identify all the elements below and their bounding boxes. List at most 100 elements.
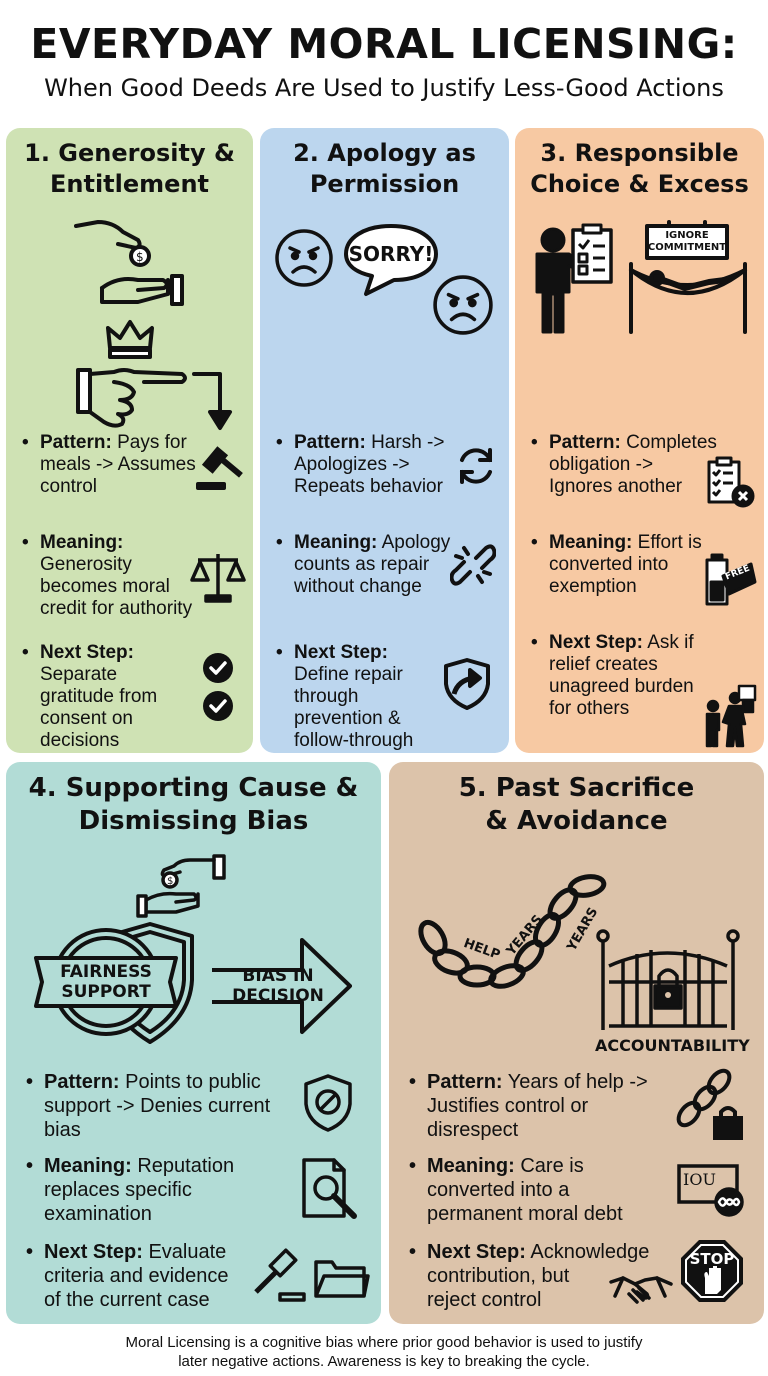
accountability-label: ACCOUNTABILITY (595, 1036, 750, 1055)
scales-icon (190, 548, 246, 604)
next-step-text: Ask if (647, 632, 694, 653)
chain-lock-icon (675, 1068, 745, 1140)
pattern-label: Pattern: (44, 1071, 120, 1093)
panel-title-line: Choice & Excess (530, 170, 749, 198)
cycle-arrows-icon (454, 444, 498, 488)
person-checklist-icon (525, 220, 617, 336)
meaning-text: Reputation (137, 1155, 235, 1177)
pattern-text: meals -> Assumes (40, 454, 196, 475)
next-step-label: Next Step: (549, 632, 643, 653)
sign-line: IGNORE (665, 230, 709, 241)
footer-line: Moral Licensing is a cognitive bias wher… (125, 1334, 643, 1351)
pattern-text: bias (44, 1119, 81, 1141)
badge-line: FAIRNESS (60, 962, 152, 982)
next-step-text: consent on (40, 708, 133, 729)
svg-text:$: $ (136, 250, 144, 264)
panel-apology-permission: 2. Apology as Permission SORRY! • Patter… (260, 128, 509, 753)
pattern-text: Ignores another (549, 476, 683, 497)
next-step-text: Acknowledge (530, 1241, 650, 1263)
pattern-text: obligation -> (549, 454, 654, 475)
next-step-text: Evaluate (148, 1241, 227, 1263)
meaning-text: Apology (381, 532, 451, 553)
pattern-label: Pattern: (427, 1071, 503, 1093)
meaning-text: Generosity (40, 554, 132, 575)
next-step-text: for others (549, 698, 630, 719)
folder-icon (312, 1256, 370, 1300)
svg-text:$: $ (167, 876, 173, 887)
shield-arrow-icon (440, 656, 494, 710)
sign-line: COMMITMENT (647, 242, 727, 253)
page-title: EVERYDAY MORAL LICENSING: (30, 20, 738, 68)
crown-icon (104, 318, 156, 360)
next-step-text: Separate (40, 664, 118, 685)
next-step-text: unagreed burden (549, 676, 694, 697)
check-circle-icon (202, 690, 234, 722)
next-step-text: follow-through (294, 730, 414, 751)
meaning-text: permanent moral debt (427, 1203, 623, 1225)
next-step-text: prevention & (294, 708, 401, 729)
burden-people-icon (703, 684, 759, 748)
panel-title-line: & Avoidance (485, 806, 668, 836)
angry-face-icon (432, 274, 494, 336)
panel-title-line: 3. Responsible (540, 139, 739, 167)
document-magnifier-icon (300, 1156, 360, 1222)
pattern-text: Apologizes -> (294, 454, 410, 475)
iou-text: IOU (683, 1170, 716, 1189)
next-step-text: of the current case (44, 1289, 210, 1311)
next-step-text: contribution, but (427, 1265, 570, 1287)
sorry-text: SORRY! (348, 242, 434, 266)
ignore-commitment-sign: IGNORE COMMITMENT (647, 230, 727, 254)
panel-responsible-choice: 3. Responsible Choice & Excess IGNORE CO… (515, 128, 764, 753)
panel-supporting-cause: 4. Supporting Cause & Dismissing Bias $ … (6, 762, 381, 1324)
panel-title-line: 4. Supporting Cause & (28, 773, 359, 803)
next-step-text: reject control (427, 1289, 542, 1311)
hand-coin-icon: $ (136, 852, 228, 918)
meaning-label: Meaning: (40, 532, 124, 553)
next-step-label: Next Step: (44, 1241, 143, 1263)
meaning-label: Meaning: (549, 532, 633, 553)
panel-title: 2. Apology as Permission (260, 138, 509, 200)
panel-past-sacrifice: 5. Past Sacrifice & Avoidance HELP YEARS… (389, 762, 764, 1324)
meaning-text: converted into a (427, 1179, 570, 1201)
pattern-text: Repeats behavior (294, 476, 443, 497)
meaning-text: exemption (549, 576, 637, 597)
panel-title-line: Dismissing Bias (78, 806, 309, 836)
next-step-text: Define repair (294, 664, 403, 685)
arrow-line: BIAS IN (242, 966, 314, 986)
next-step-text: criteria and evidence (44, 1265, 229, 1287)
pattern-text: Justifies control or (427, 1095, 589, 1117)
panel-generosity-entitlement: 1. Generosity & Entitlement $ • Pattern:… (6, 128, 253, 753)
meaning-text: converted into (549, 554, 669, 575)
meaning-text: credit for authority (40, 598, 193, 619)
next-step-text: decisions (40, 730, 120, 751)
pattern-text: Completes (626, 432, 717, 453)
badge-line: SUPPORT (61, 982, 151, 1002)
page-subtitle: When Good Deeds Are Used to Justify Less… (44, 74, 724, 102)
pointing-hand-icon (74, 362, 244, 442)
pattern-text: Points to public (125, 1071, 261, 1093)
gate-lock-icon (595, 922, 741, 1034)
hand-coin-icon: $ (68, 214, 188, 309)
meaning-text: Care is (520, 1155, 584, 1177)
pattern-text: support -> Denies current (44, 1095, 271, 1117)
broken-link-icon (450, 542, 496, 588)
next-step-label: Next Step: (40, 642, 134, 663)
meaning-label: Meaning: (44, 1155, 132, 1177)
meaning-text: without change (294, 576, 422, 597)
meaning-text: counts as repair (294, 554, 430, 575)
pattern-text: Harsh -> (371, 432, 445, 453)
pattern-label: Pattern: (549, 432, 621, 453)
meaning-text: replaces specific (44, 1179, 192, 1201)
panel-title: 1. Generosity & Entitlement (6, 138, 253, 200)
hammock-icon: IGNORE COMMITMENT (625, 220, 751, 334)
next-step-text: relief creates (549, 654, 658, 675)
stop-sign-icon: STOP (679, 1238, 745, 1304)
battery-free-icon: FREE (703, 552, 757, 608)
meaning-text: becomes moral (40, 576, 170, 597)
pattern-label: Pattern: (294, 432, 366, 453)
no-sign-shield-icon (300, 1072, 356, 1134)
pattern-text: disrespect (427, 1119, 519, 1141)
meaning-text: Effort is (637, 532, 702, 553)
panel-title-line: Permission (309, 170, 460, 198)
gavel-icon (194, 446, 246, 492)
